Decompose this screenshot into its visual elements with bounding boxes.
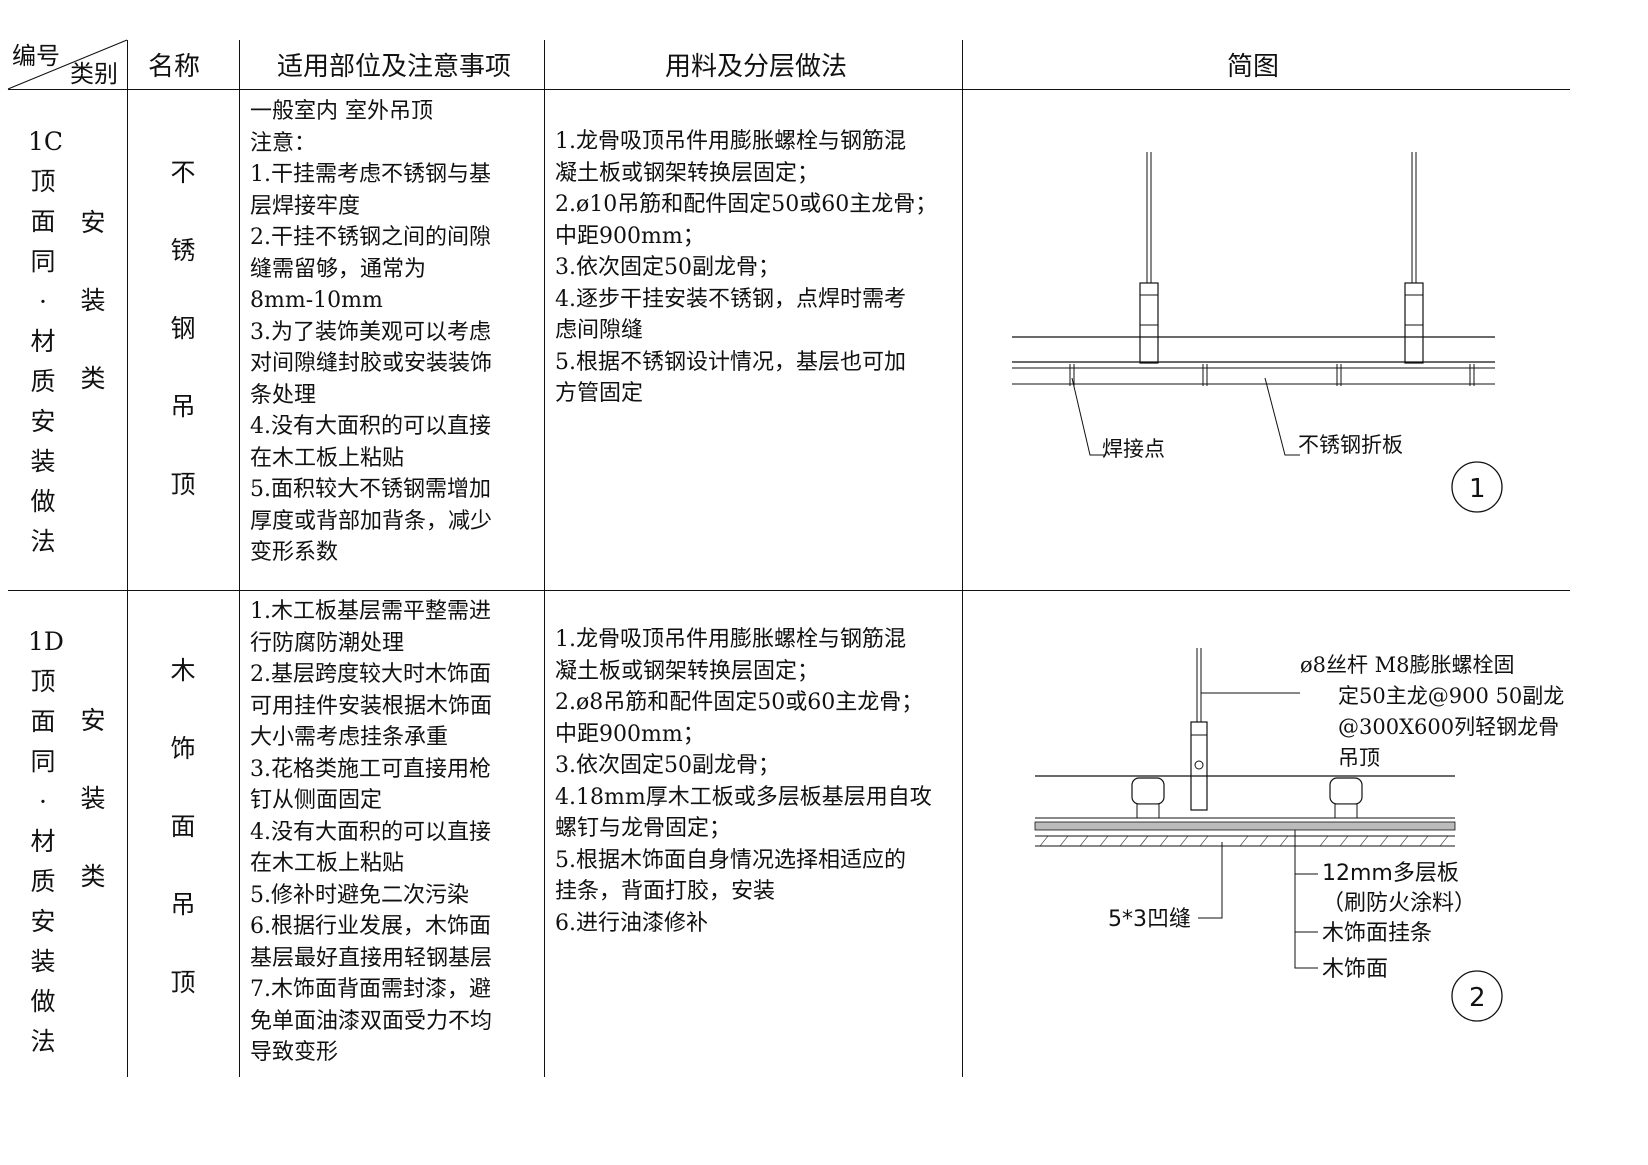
header-jiantu: 简图 xyxy=(1227,52,1280,82)
header-mingcheng: 名称 xyxy=(148,52,201,82)
row2-code: 1D 顶 面 同 · 材 质 安 装 做 法 xyxy=(28,627,64,1056)
col-divider-2 xyxy=(239,40,240,1077)
label-rod-line1: ø8丝杆 M8膨胀螺栓固 xyxy=(1300,653,1515,677)
row2-notes: 1.木工板基层需平整需进 行防腐防潮处理 2.基层跨度较大时木饰面 可用挂件安装… xyxy=(250,599,493,1065)
col-divider-4 xyxy=(962,40,963,1077)
col-divider-3 xyxy=(544,40,545,1077)
label-hanging-strip: 木饰面挂条 xyxy=(1322,921,1432,946)
label-wood-veneer: 木饰面 xyxy=(1322,957,1388,982)
detail-number-1: 1 xyxy=(1469,474,1486,504)
row1-notes: 一般室内 室外吊顶 注意： 1.干挂需考虑不锈钢与基 层焊接牢度 2.干挂不锈钢… xyxy=(250,99,493,565)
row1-category: 安 装 类 xyxy=(80,208,106,393)
row2-name: 木 饰 面 吊 顶 xyxy=(170,656,196,997)
label-rod-line2: 定50主龙@900 50副龙 xyxy=(1338,684,1564,708)
label-board-line1: 12mm多层板 xyxy=(1322,861,1459,886)
label-stainless-panel: 不锈钢折板 xyxy=(1298,433,1403,457)
label-weld-point: 焊接点 xyxy=(1102,437,1165,461)
label-groove: 5*3凹缝 xyxy=(1108,907,1191,932)
header-yongliao: 用料及分层做法 xyxy=(665,52,848,82)
label-board-line2: （刷防火涂料） xyxy=(1322,891,1476,916)
header-bianhao: 编号 xyxy=(12,42,60,70)
row1-method: 1.龙骨吸顶吊件用膨胀螺栓与钢筋混 凝土板或钢架转换层固定； 2.ø10吊筋和配… xyxy=(555,129,938,406)
table-top-border xyxy=(8,89,1570,90)
header-shiyong: 适用部位及注意事项 xyxy=(277,52,512,82)
row2-method: 1.龙骨吸顶吊件用膨胀螺栓与钢筋混 凝土板或钢架转换层固定； 2.ø8吊筋和配件… xyxy=(555,627,932,936)
col-divider-1 xyxy=(127,40,128,1077)
label-rod-line3: @300X600列轻钢龙骨 xyxy=(1338,715,1559,739)
header-leibie: 类别 xyxy=(70,60,118,88)
row-divider xyxy=(8,590,1570,591)
row1-code: 1C 顶 面 同 · 材 质 安 装 做 法 xyxy=(28,127,64,556)
detail-number-circle-1 xyxy=(1451,461,1503,513)
row2-category: 安 装 类 xyxy=(80,706,106,891)
detail-number-circle-2 xyxy=(1451,970,1503,1022)
detail-number-2: 2 xyxy=(1469,983,1486,1013)
row1-name: 不 锈 钢 吊 顶 xyxy=(170,158,196,499)
label-rod-line4: 吊顶 xyxy=(1338,746,1380,770)
